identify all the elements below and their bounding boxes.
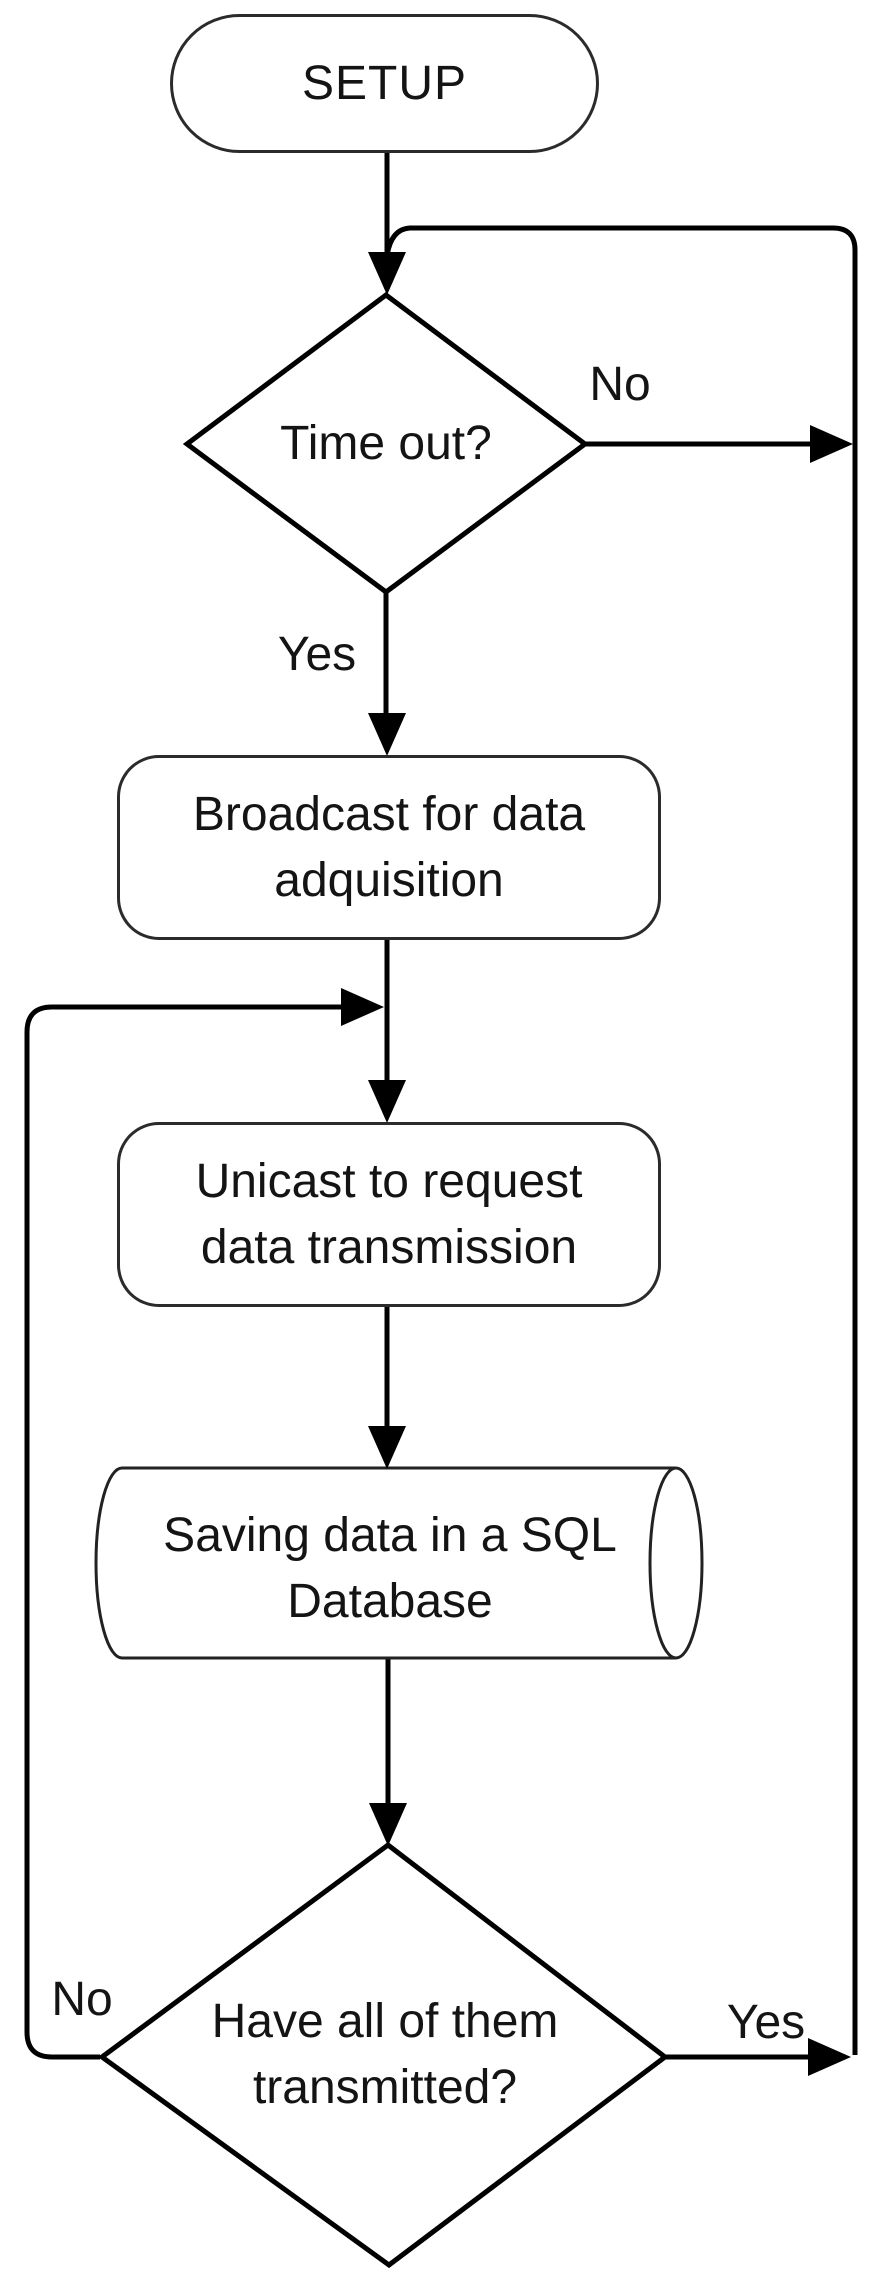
arrowhead-left-loop-junction — [341, 988, 384, 1026]
arrowhead-transmitted-yes — [808, 2038, 851, 2076]
sql-database-label-line2: Database — [287, 1575, 493, 1628]
unicast-label-line2: data transmission — [200, 1220, 578, 1274]
timeout-no-label: No — [589, 358, 651, 411]
sql-database-label: Saving data in a SQL Database — [112, 1503, 668, 1635]
transmitted-yes-label: Yes — [726, 1996, 806, 2049]
arrowhead-into-transmitted — [369, 1803, 407, 1846]
all-transmitted-decision-shape — [97, 1841, 670, 2269]
arrowhead-into-unicast — [368, 1080, 406, 1123]
setup-terminator: SETUP — [170, 14, 599, 153]
sql-database-label-line1: Saving data in a SQL — [163, 1509, 617, 1562]
arrowhead-into-broadcast — [368, 713, 406, 756]
all-transmitted-label-line1: Have all of them — [211, 1995, 559, 2048]
timeout-decision-label: Time out? — [280, 417, 492, 470]
all-transmitted-label-line2: transmitted? — [252, 2061, 518, 2114]
broadcast-label-line2: adquisition — [274, 853, 504, 907]
broadcast-process: Broadcast for data adquisition — [117, 755, 661, 940]
timeout-decision-shape — [182, 291, 590, 596]
arrowhead-into-timeout — [368, 252, 406, 295]
transmitted-no-label: No — [51, 1973, 113, 2026]
unicast-label-line1: Unicast to request — [195, 1154, 583, 1208]
sql-database-cylinder-end-arc — [648, 1466, 677, 1660]
setup-label: SETUP — [301, 56, 468, 110]
edge-right-loop-line — [384, 225, 858, 2055]
timeout-yes-label: Yes — [277, 628, 357, 681]
edge-left-loop-line — [24, 1004, 344, 2060]
broadcast-label-line1: Broadcast for data — [192, 787, 586, 841]
arrowhead-into-savedb — [368, 1426, 406, 1469]
arrowhead-timeout-no — [810, 425, 853, 463]
unicast-process: Unicast to request data transmission — [117, 1122, 661, 1307]
all-transmitted-decision-label: Have all of them transmitted? — [105, 1989, 665, 2121]
